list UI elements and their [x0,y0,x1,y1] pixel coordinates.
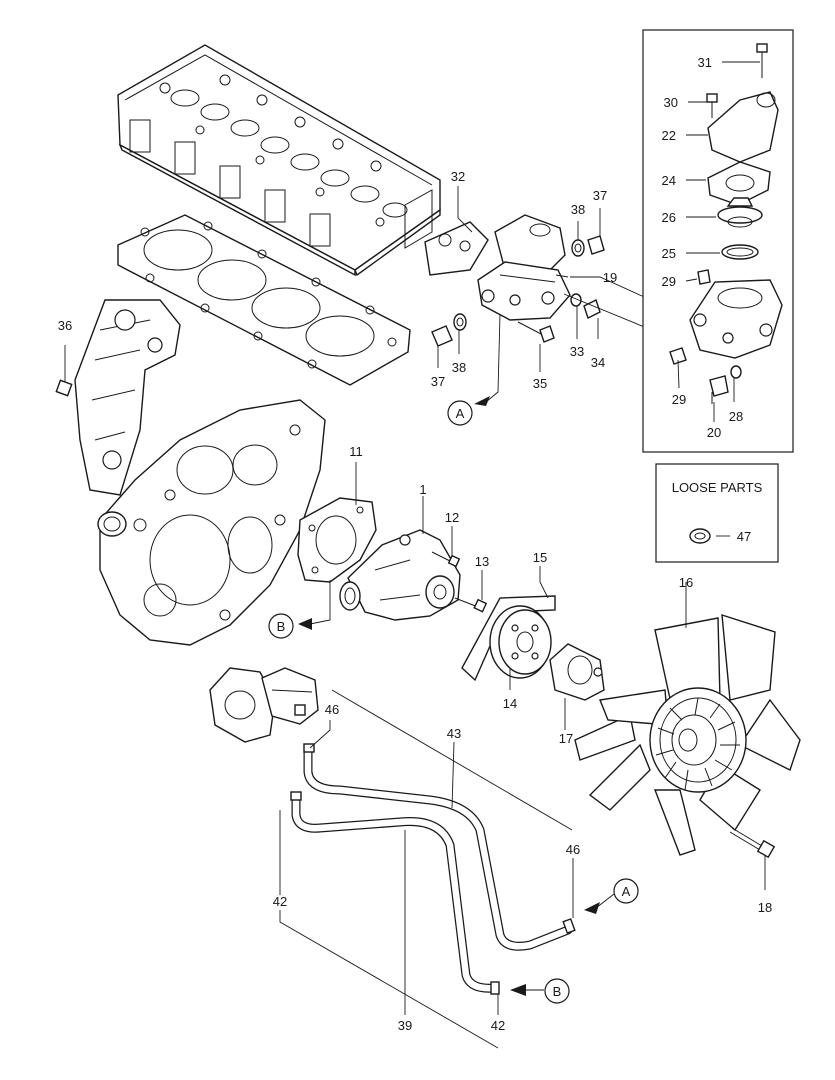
part-number: 16 [679,575,693,590]
part-number: 33 [570,344,584,359]
fan-spacer [549,643,605,701]
part-number: 35 [533,376,547,391]
part-number: 37 [431,374,445,389]
thermostat-housing-assembly [424,214,571,321]
cooling-fan [574,614,801,856]
bolt-36 [55,379,73,397]
leader-lines [64,61,766,1049]
part-number: 17 [559,731,573,746]
svg-text:B: B [277,619,286,634]
part-number: 14 [503,696,517,711]
part-number: 42 [491,1018,505,1033]
part-number: 39 [398,1018,412,1033]
plug-37-top [587,235,605,255]
part-number: 20 [707,425,721,440]
washer-38-top [571,239,585,257]
callout-circle-b-mid: B [268,613,294,639]
part-number: 31 [698,55,712,70]
part-number: 12 [445,510,459,525]
plug-37-bottom [431,325,453,347]
thermostat-detail-box [642,29,794,453]
part-number: 29 [672,392,686,407]
part-number: 42 [273,894,287,909]
front-bracket [74,299,181,496]
part-number: 32 [451,169,465,184]
part-number-labels: 31 30 22 24 26 25 29 29 28 20 32 37 38 1… [58,55,772,1033]
part-number: 46 [325,702,339,717]
svg-text:B: B [553,984,562,999]
part-number: 26 [662,210,676,225]
coolant-hoses [290,743,576,995]
part-number: 30 [664,95,678,110]
head-gasket [117,214,411,386]
part-number: 19 [603,270,617,285]
part-number: 1 [419,482,426,497]
bolt-35 [517,321,555,343]
callout-circle-b-bottom: B [544,978,570,1004]
bolt-12 [431,551,461,568]
part-number: 22 [662,128,676,143]
part-number: 25 [662,246,676,261]
part-number: 38 [571,202,585,217]
part-number: 29 [662,274,676,289]
timing-gear-case [97,399,326,646]
egr-valve-assembly [209,667,319,743]
part-number: 18 [758,900,772,915]
part-number: 43 [447,726,461,741]
callout-circle-a-bottom: A [613,878,639,904]
svg-text:A: A [622,884,631,899]
part-number: 47 [737,529,751,544]
svg-text:A: A [456,406,465,421]
part-number: 37 [593,188,607,203]
loose-parts-box [655,463,779,563]
water-pump-pulley [489,605,552,679]
thermostat-detail-parts [669,43,783,404]
water-pump-gasket [297,497,377,583]
part-number: 34 [591,355,605,370]
v-belt [461,595,556,682]
part-number: 28 [729,409,743,424]
part-number: 15 [533,550,547,565]
bolt-34 [583,299,601,319]
washer-38-bottom [453,313,467,331]
callout-circle-a-top: A [447,400,473,426]
part-number: 24 [662,173,676,188]
loose-parts-title: LOOSE PARTS [672,480,763,495]
cylinder-head [117,44,441,277]
bolt-13 [454,597,488,613]
part-number: 11 [349,444,363,459]
part-number: 46 [566,842,580,857]
fan-bolt [729,827,776,859]
part-number: 38 [452,360,466,375]
part-number: 36 [58,318,72,333]
washer-33 [570,293,582,307]
loose-part-47-washer [689,528,711,544]
callout-arrows [298,396,615,996]
part-number: 13 [475,554,489,569]
